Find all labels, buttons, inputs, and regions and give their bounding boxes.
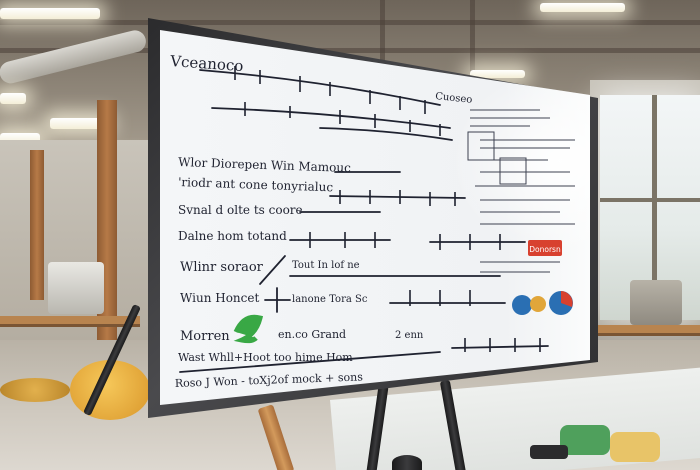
ceiling-beam [0, 48, 700, 53]
red-badge [528, 240, 562, 256]
board-line: 2 enn [395, 330, 424, 341]
timeline-line [451, 345, 549, 349]
workbench [596, 325, 700, 333]
ceiling-beam [0, 20, 700, 25]
board-line: lanone Tora Sc [292, 294, 368, 305]
ceiling-lamp [50, 118, 108, 129]
bench-machine [630, 280, 682, 325]
window-mullion [600, 198, 700, 202]
board-line: Wiun Honcet [180, 291, 259, 305]
board-line: en.co Grand [278, 328, 346, 341]
board-line: Vceanoco [169, 52, 244, 75]
board-line: 'riodr ant cone tonyrialuc [178, 175, 334, 194]
board-line: Morren [180, 329, 230, 344]
bench-machine [48, 262, 104, 314]
board-line: Cuoseo [435, 91, 473, 106]
easel-clamp [392, 455, 422, 470]
timeline-line [211, 107, 451, 129]
board-line: Wast Whll+Hoot too hime Hom [178, 351, 353, 364]
tape-roll [560, 425, 610, 455]
timeline-line [329, 195, 466, 199]
window-mullion [652, 95, 657, 320]
yellow-disc [0, 378, 70, 402]
ceiling-lamp [540, 3, 625, 12]
ceiling-lamp [0, 93, 26, 104]
red-badge-label: Donorsn [529, 245, 561, 254]
tick-marks [244, 102, 441, 136]
blue-circle [512, 295, 532, 315]
board-line: Wlinr soraor [180, 260, 264, 275]
tick-marks [339, 190, 456, 206]
board-glare [160, 30, 590, 405]
timeline-line [319, 127, 453, 141]
ceiling-lamp [470, 70, 525, 78]
timeline-line [199, 69, 441, 106]
cross-mark [264, 287, 291, 313]
pie-slice [561, 291, 573, 307]
ceiling-truss [470, 0, 475, 80]
wooden-column [30, 150, 44, 300]
sketch-box [499, 157, 527, 185]
orange-circle [530, 296, 546, 312]
ceiling-lamp [0, 8, 100, 19]
scribble-lines [470, 109, 575, 273]
board-line: Wlor Diorepen Win Mamouc [178, 155, 351, 175]
tick-marks [234, 66, 426, 114]
board-line: Svnal d olte ts coore [178, 203, 303, 217]
tick-marks [309, 232, 501, 250]
ceiling-truss [380, 0, 385, 80]
board-line: Dalne hom totand [178, 229, 287, 243]
timeline-line [179, 351, 441, 373]
sketch-box [467, 131, 495, 161]
board-line: Tout In lof ne [292, 260, 360, 271]
tick-marks [464, 338, 541, 352]
green-swirl [233, 314, 264, 344]
workbench [0, 316, 140, 324]
tool [530, 445, 568, 459]
tape-roll [610, 432, 660, 462]
tick-marks [409, 290, 471, 306]
ceiling-lamp [0, 133, 40, 144]
arrow-stroke [259, 255, 286, 285]
